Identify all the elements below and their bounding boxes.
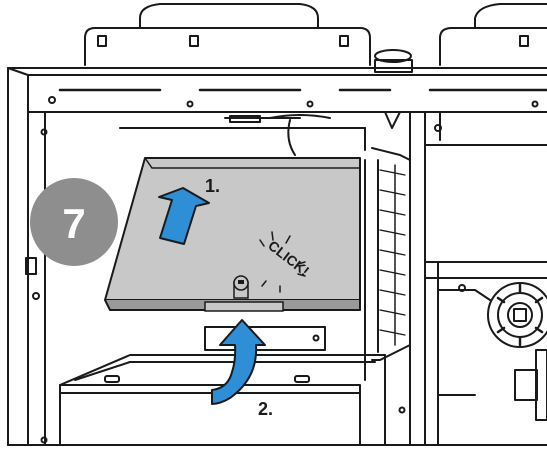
- latch-knob: [233, 275, 249, 299]
- lower-tray: [59, 326, 386, 446]
- inner-cabinet: [119, 114, 366, 156]
- top-valve: [374, 49, 413, 129]
- click-burst-icon: [259, 231, 306, 293]
- step2-label: 2.: [258, 399, 273, 419]
- step-badge: 7: [30, 178, 118, 266]
- top-rail: [7, 67, 547, 132]
- arrow-up-icon: [158, 187, 210, 245]
- filter-panel: [104, 157, 361, 312]
- pump-wheel: [487, 282, 547, 421]
- step-number: 7: [62, 200, 85, 247]
- step1-label: 1.: [205, 176, 220, 196]
- left-side-panel: [7, 111, 48, 446]
- curved-up-arrow-icon: [211, 319, 266, 405]
- fan-housing-left: [84, 3, 371, 66]
- fan-housing-right: [439, 3, 547, 66]
- right-compartment: [409, 111, 547, 446]
- coil-block: [364, 147, 411, 446]
